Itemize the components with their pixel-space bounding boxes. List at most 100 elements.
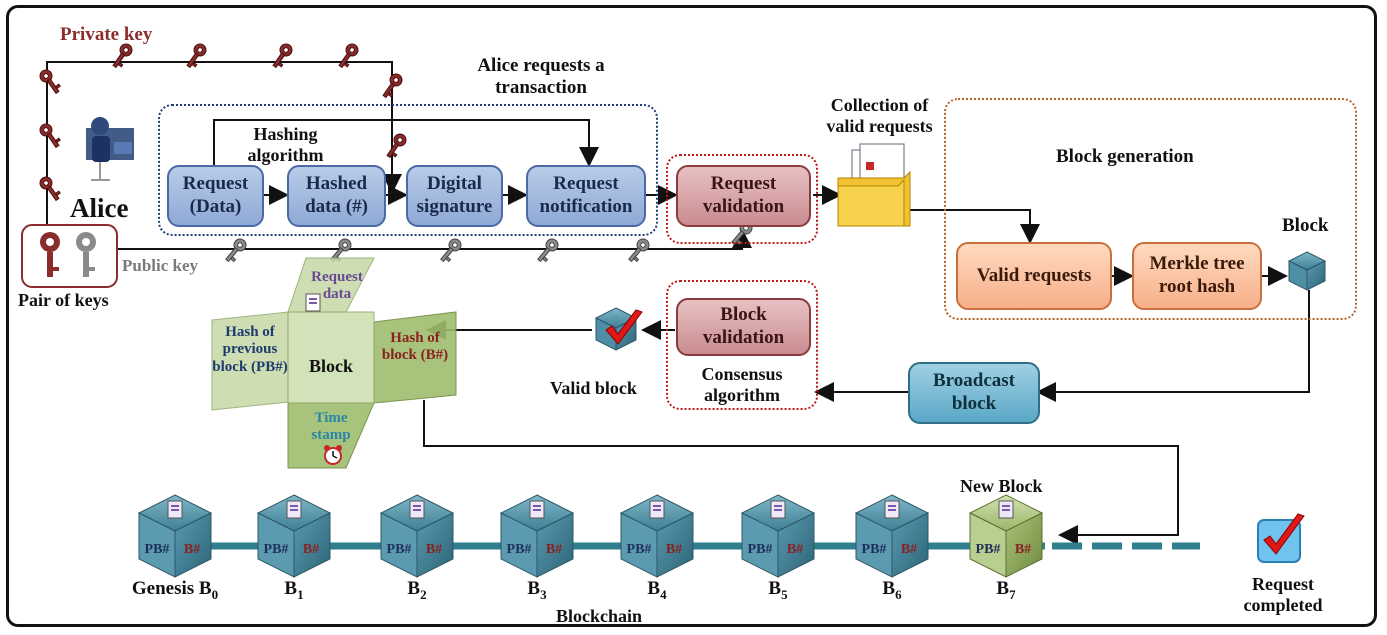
outer-frame — [6, 5, 1377, 627]
consensus-label: Consensus algorithm — [701, 364, 783, 405]
private-key-route — [46, 61, 393, 225]
pair-private-key-icon — [40, 232, 60, 277]
chain-block-label: Genesis B0 — [131, 578, 219, 602]
chain-block-index: 4 — [660, 586, 667, 602]
broadcast-block-box: Broadcast block — [908, 362, 1040, 424]
public-key-icon — [330, 238, 352, 263]
valid-requests-text: Valid requests — [976, 264, 1092, 286]
request-validation-region — [666, 154, 818, 244]
request-folder-icon — [837, 143, 911, 227]
cube-b-hash-label: B# — [303, 542, 319, 557]
private-key-icon — [186, 43, 207, 69]
cube-pb-hash-label: PB# — [145, 542, 170, 557]
public-key-route — [117, 228, 752, 250]
block-center-label: Block — [308, 356, 353, 376]
private-key-icon — [382, 73, 403, 99]
cube-pb-hash-label: PB# — [976, 542, 1001, 557]
public-key-icon — [440, 238, 462, 263]
alice-person-icon — [86, 117, 134, 181]
public-key-icon — [225, 238, 247, 263]
hashed-data-box: Hashed data (#) — [287, 165, 386, 227]
chain-block-label: B5 — [768, 578, 788, 602]
private-key-icon — [338, 43, 359, 69]
cube-b-hash-label: B# — [426, 542, 442, 557]
valid-block-icon — [594, 307, 643, 351]
chain-block-index: 1 — [297, 586, 304, 602]
cube-b-hash-label: B# — [184, 542, 200, 557]
private-key-icon — [386, 133, 407, 159]
chain-block-index: 2 — [420, 586, 427, 602]
hashed-data-text: Hashed data (#) — [305, 173, 368, 217]
cube-b-hash-label: B# — [1015, 542, 1031, 557]
digital-signature-box: Digital signature — [406, 165, 503, 227]
request-data-box: Request (Data) — [167, 165, 264, 227]
alice-label: Alice — [70, 193, 129, 223]
chain-block-index: 7 — [1009, 586, 1016, 602]
valid-requests-box: Valid requests — [956, 242, 1112, 310]
cube-b-hash-label: B# — [787, 542, 803, 557]
chain-block-label: B3 — [527, 578, 547, 602]
block-label: Block — [1282, 215, 1329, 236]
generated-block-cube — [1287, 251, 1327, 291]
cube-b-hash-label: B# — [901, 542, 917, 557]
cube-b-hash-label: B# — [666, 542, 682, 557]
chain-block-cube — [854, 494, 930, 578]
chain-block-cube — [740, 494, 816, 578]
cube-b-hash-label: B# — [546, 542, 562, 557]
chain-block-label: B1 — [284, 578, 304, 602]
private-key-icon — [272, 43, 293, 69]
cube-pb-hash-label: PB# — [507, 542, 532, 557]
chain-block-index: 6 — [895, 586, 902, 602]
request-data-face-label: Request data — [311, 269, 363, 303]
request-notification-box: Request notification — [526, 165, 646, 227]
private-key-icon — [39, 123, 61, 149]
private-key-icon — [39, 69, 61, 95]
request-validation-text: Request validation — [702, 173, 785, 217]
chain-block-index: 5 — [781, 586, 788, 602]
hashing-algorithm-label: Hashing algorithm — [247, 124, 324, 165]
public-key-icon — [628, 238, 650, 263]
request-notification-text: Request notification — [539, 173, 633, 217]
alice-requests-label: Alice requests a transaction — [477, 55, 605, 98]
timestamp-face-label: Time stamp — [311, 410, 351, 444]
key-pair-box — [21, 224, 118, 288]
cube-pb-hash-label: PB# — [862, 542, 887, 557]
chain-block-cube — [379, 494, 455, 578]
chain-block-index: 0 — [211, 586, 219, 602]
private-key-icon — [39, 176, 61, 202]
block-anatomy — [211, 257, 457, 469]
cube-pb-hash-label: PB# — [264, 542, 289, 557]
pair-of-keys-label: Pair of keys — [18, 290, 109, 310]
new-block-cube — [968, 494, 1044, 578]
request-completed-icon — [1257, 513, 1305, 563]
new-block-label: New Block — [960, 476, 1043, 496]
chain-block-cube — [137, 494, 213, 578]
block-generation-label: Block generation — [1056, 146, 1194, 167]
cube-pb-hash-label: PB# — [627, 542, 652, 557]
merkle-root-box: Merkle tree root hash — [1132, 242, 1262, 310]
block-validation-text: Block validation — [702, 304, 785, 348]
chain-block-cube — [256, 494, 332, 578]
blockchain-label: Blockchain — [556, 606, 643, 626]
chain-block-label: B4 — [647, 578, 667, 602]
private-key-label: Private key — [60, 24, 153, 45]
chain-block-cube — [499, 494, 575, 578]
hash-prev-face-label: Hash of previous block (PB#) — [212, 324, 288, 375]
digital-signature-text: Digital signature — [416, 173, 493, 217]
chain-block-label: B2 — [407, 578, 427, 602]
chain-block-cube — [619, 494, 695, 578]
consensus-region — [666, 280, 818, 410]
request-validation-box: Request validation — [676, 165, 811, 227]
chain-block-label: B6 — [882, 578, 902, 602]
cube-pb-hash-label: PB# — [748, 542, 773, 557]
private-key-icon — [112, 43, 133, 69]
pair-public-key-icon — [76, 232, 96, 277]
valid-block-label: Valid block — [550, 378, 637, 398]
merkle-root-text: Merkle tree root hash — [1149, 253, 1245, 297]
chain-block-label: B7 — [996, 578, 1016, 602]
broadcast-block-text: Broadcast block — [933, 370, 1015, 414]
chain-block-index: 3 — [540, 586, 547, 602]
block-validation-box: Block validation — [676, 298, 811, 356]
